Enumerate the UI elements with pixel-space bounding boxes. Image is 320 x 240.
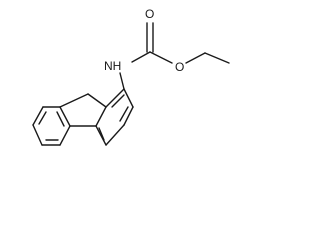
bond-right-ring-1 xyxy=(105,88,125,108)
bond-carbonyl-ether xyxy=(149,51,173,64)
bond-ch2-left xyxy=(59,93,89,108)
bond-ether-ch2 xyxy=(185,52,206,64)
bond-right-ring-5 xyxy=(95,125,107,146)
bond-aryl-nh xyxy=(119,72,125,90)
bond-right-ring-6 xyxy=(95,106,107,127)
bond-left-ring-inner-3 xyxy=(56,111,65,127)
bond-left-ring-2 xyxy=(32,106,44,126)
bond-left-ring-5 xyxy=(59,125,71,146)
left-benzene-ring xyxy=(32,106,71,146)
bond-ethyl xyxy=(204,52,230,64)
bond-left-ring-inner-1 xyxy=(38,111,47,125)
bond-left-ring-3 xyxy=(32,124,43,146)
bond-right-ring-3 xyxy=(123,106,134,126)
bond-left-ring-6 xyxy=(59,106,71,127)
five-membered-ring xyxy=(59,93,107,127)
bond-ch2-right xyxy=(87,93,107,108)
bond-right-ring-inner-3 xyxy=(98,127,105,141)
bond-right-ring-4 xyxy=(105,124,125,146)
bond-right-ring-inner-1 xyxy=(111,94,125,108)
ether-oxygen-label: O xyxy=(175,60,184,74)
carbonyl-oxygen-label: O xyxy=(145,7,154,21)
bond-right-ring-2 xyxy=(123,88,134,108)
carbamate-chain xyxy=(119,22,230,90)
bond-nh-carbonyl xyxy=(131,51,151,63)
chemical-structure-diagram: NH O O xyxy=(32,7,230,146)
bond-right-ring-inner-2 xyxy=(119,106,129,122)
right-benzene-ring xyxy=(95,88,134,146)
nh-label: NH xyxy=(104,59,121,73)
